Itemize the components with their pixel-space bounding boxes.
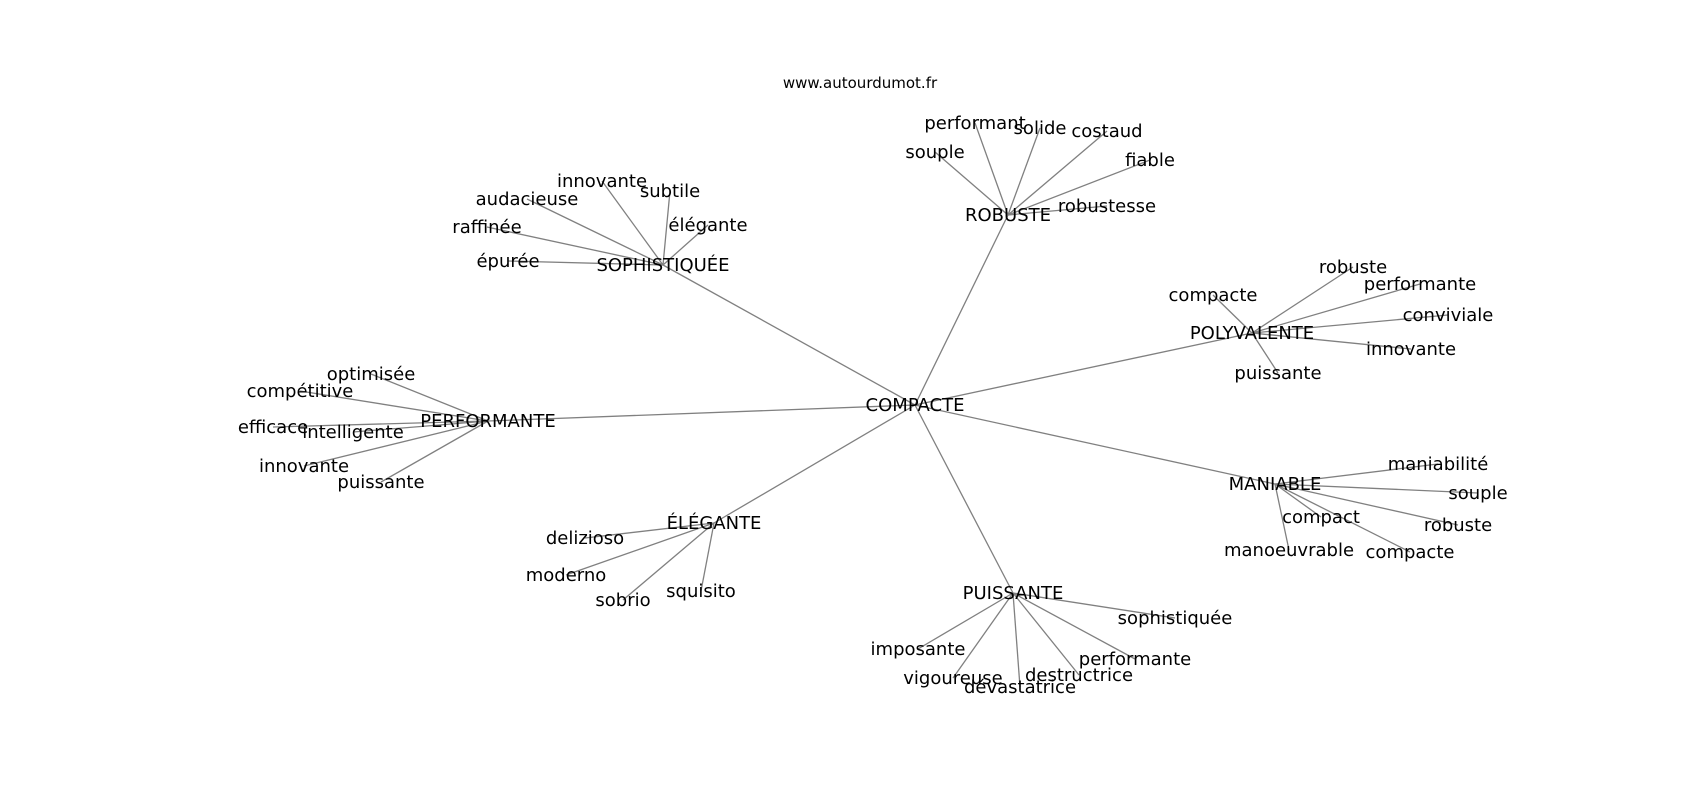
edge-cluster-to-word	[1274, 483, 1322, 518]
edge-cluster-to-word	[622, 522, 715, 601]
word-node-label: compétitive	[247, 381, 354, 402]
edge-cluster-to-word	[1012, 592, 1021, 688]
edge-cluster-to-word	[370, 373, 489, 422]
word-node-label: innovante	[557, 171, 647, 192]
word-node-label: efficace	[238, 417, 308, 438]
edge-cluster-to-word	[934, 151, 1009, 216]
root-node-label: COMPACTE	[866, 395, 965, 416]
edge-root-to-cluster	[662, 264, 916, 406]
edge-cluster-to-word	[1012, 592, 1136, 660]
edge-cluster-to-word	[1007, 127, 1041, 216]
edge-root-to-cluster	[914, 404, 1276, 485]
edges-layer	[272, 122, 1479, 688]
word-node-label: sophistiquée	[1118, 608, 1233, 629]
word-node-label: intelligente	[302, 422, 404, 443]
edge-cluster-to-word	[507, 260, 664, 266]
edge-cluster-to-word	[1274, 483, 1459, 526]
word-node-label: delizioso	[546, 528, 624, 549]
word-node-label: puissante	[337, 472, 424, 493]
edge-cluster-to-word	[662, 190, 671, 266]
word-node-label: solide	[1014, 118, 1067, 139]
edge-cluster-to-word	[299, 390, 489, 422]
word-node-label: sobrio	[595, 590, 650, 611]
word-node-label: moderno	[526, 565, 607, 586]
edge-cluster-to-word	[1274, 483, 1290, 551]
word-node-label: compacte	[1169, 285, 1258, 306]
edge-cluster-to-word	[952, 592, 1014, 679]
edge-cluster-to-word	[1212, 294, 1253, 334]
edge-cluster-to-word	[352, 420, 489, 433]
edge-cluster-to-word	[1007, 130, 1108, 216]
edge-cluster-to-word	[486, 226, 664, 266]
word-node-label: raffinée	[452, 217, 521, 238]
edge-cluster-to-word	[700, 522, 715, 592]
word-node-label: souple	[1448, 483, 1507, 504]
edge-cluster-to-word	[1007, 159, 1151, 216]
word-node-label: subtile	[640, 181, 700, 202]
word-node-label: innovante	[1366, 339, 1456, 360]
cluster-node-label: ÉLÉGANTE	[667, 512, 762, 534]
word-node-label: robuste	[1424, 515, 1492, 536]
word-node-label: robustesse	[1058, 196, 1156, 217]
edge-cluster-to-word	[584, 522, 715, 539]
cluster-node-label: SOPHISTIQUÉE	[596, 254, 729, 276]
word-node-label: costaud	[1071, 121, 1142, 142]
edge-cluster-to-word	[565, 522, 715, 576]
word-node-label: épurée	[476, 251, 539, 272]
cluster-node-label: PUISSANTE	[963, 583, 1064, 604]
word-node-label: squisito	[666, 581, 736, 602]
word-node-label: performante	[1079, 649, 1191, 670]
word-node-label: vigoureuse	[903, 668, 1002, 689]
edge-cluster-to-word	[526, 198, 664, 266]
edge-root-to-cluster	[914, 214, 1009, 406]
edge-root-to-cluster	[713, 404, 916, 524]
word-node-label: robuste	[1319, 257, 1387, 278]
edge-cluster-to-word	[601, 180, 664, 266]
cluster-node-label: PERFORMANTE	[420, 411, 555, 432]
edge-cluster-to-word	[1251, 314, 1449, 334]
edge-cluster-to-word	[1251, 332, 1279, 374]
edge-cluster-to-word	[662, 224, 709, 266]
word-node-label: manoeuvrable	[1224, 540, 1354, 561]
word-node-label: imposante	[871, 639, 966, 660]
word-node-label: puissante	[1234, 363, 1321, 384]
edge-cluster-to-word	[1012, 592, 1080, 676]
word-node-label: compact	[1282, 507, 1360, 528]
edge-cluster-to-word	[1251, 283, 1421, 334]
edge-cluster-to-word	[1251, 266, 1354, 334]
word-node-label: optimisée	[327, 364, 416, 385]
word-node-label: destructrice	[1025, 665, 1133, 686]
edge-cluster-to-word	[917, 592, 1014, 650]
word-node-label: dévastatrice	[964, 677, 1076, 698]
word-node-label: souple	[905, 142, 964, 163]
word-node-label: élégante	[668, 215, 747, 236]
edge-root-to-cluster	[914, 332, 1253, 406]
edge-cluster-to-word	[1012, 592, 1176, 619]
edge-root-to-cluster	[487, 404, 916, 422]
edge-cluster-to-word	[380, 420, 489, 483]
cluster-node-label: MANIABLE	[1229, 474, 1322, 495]
edge-cluster-to-word	[303, 420, 489, 467]
word-node-label: maniabilité	[1388, 454, 1489, 475]
word-node-label: performant	[924, 113, 1025, 134]
edge-cluster-to-word	[272, 420, 489, 428]
edge-cluster-to-word	[1007, 205, 1108, 216]
edge-root-to-cluster	[914, 404, 1014, 594]
cluster-node-label: POLYVALENTE	[1190, 323, 1314, 344]
edge-cluster-to-word	[974, 122, 1009, 216]
cluster-node-label: ROBUSTE	[965, 205, 1051, 226]
word-node-label: fiable	[1125, 150, 1175, 171]
edge-cluster-to-word	[1274, 483, 1411, 553]
word-node-label: conviviale	[1403, 305, 1494, 326]
word-node-label: audacieuse	[476, 189, 579, 210]
word-node-label: performante	[1364, 274, 1476, 295]
edge-cluster-to-word	[1274, 483, 1479, 494]
word-node-label: innovante	[259, 456, 349, 477]
edge-cluster-to-word	[1251, 332, 1412, 350]
edge-cluster-to-word	[1274, 463, 1439, 485]
word-node-label: compacte	[1366, 542, 1455, 563]
source-watermark: www.autourdumot.fr	[783, 74, 938, 92]
